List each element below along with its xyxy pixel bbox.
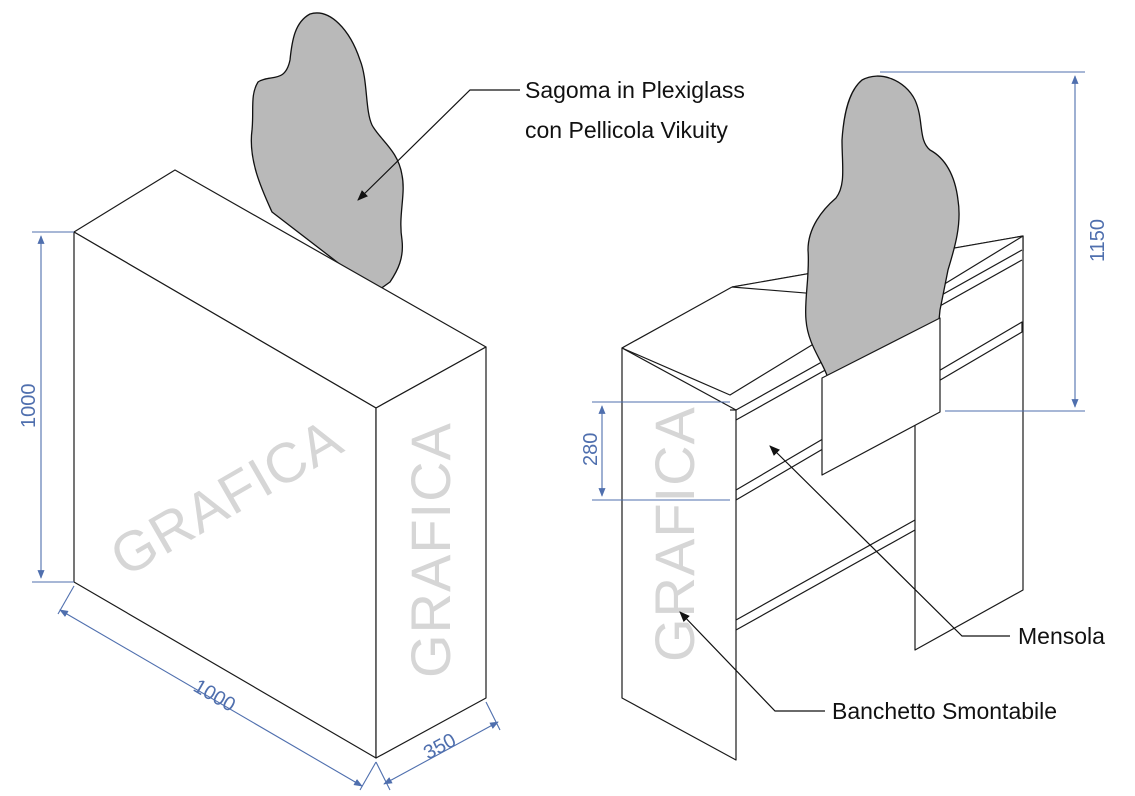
leader-mensola	[769, 445, 1010, 637]
grafica-bench-text: GRAFICA	[643, 406, 706, 662]
dimension-height: 1000	[18, 231, 74, 583]
dimension-total-height: 1150	[880, 71, 1109, 412]
dimension-shelf-height-label: 280	[580, 433, 602, 466]
leader-sagoma	[357, 89, 520, 201]
open-counter	[621, 75, 1024, 761]
dimension-total-height-label: 1150	[1087, 219, 1109, 262]
label-sagoma-line2: con Pellicola Vikuity	[525, 117, 728, 143]
dimension-height-label: 1000	[18, 384, 40, 429]
label-banchetto: Banchetto Smontabile	[832, 698, 1057, 724]
leader-banchetto	[679, 611, 825, 712]
plexiglass-silhouette-right	[804, 75, 960, 379]
label-mensola: Mensola	[1018, 623, 1105, 649]
plexiglass-base	[821, 317, 941, 476]
dimension-width-label: 1000	[190, 675, 240, 716]
bench-left-panel	[621, 347, 737, 761]
plexiglass-silhouette-left	[250, 12, 404, 293]
dimension-depth-label: 350	[420, 729, 460, 764]
dimension-shelf-height: 280	[580, 401, 730, 501]
grafica-side-text: GRAFICA	[399, 422, 462, 678]
label-sagoma-line1: Sagoma in Plexiglass	[525, 77, 745, 103]
counter-side-face	[375, 346, 487, 759]
